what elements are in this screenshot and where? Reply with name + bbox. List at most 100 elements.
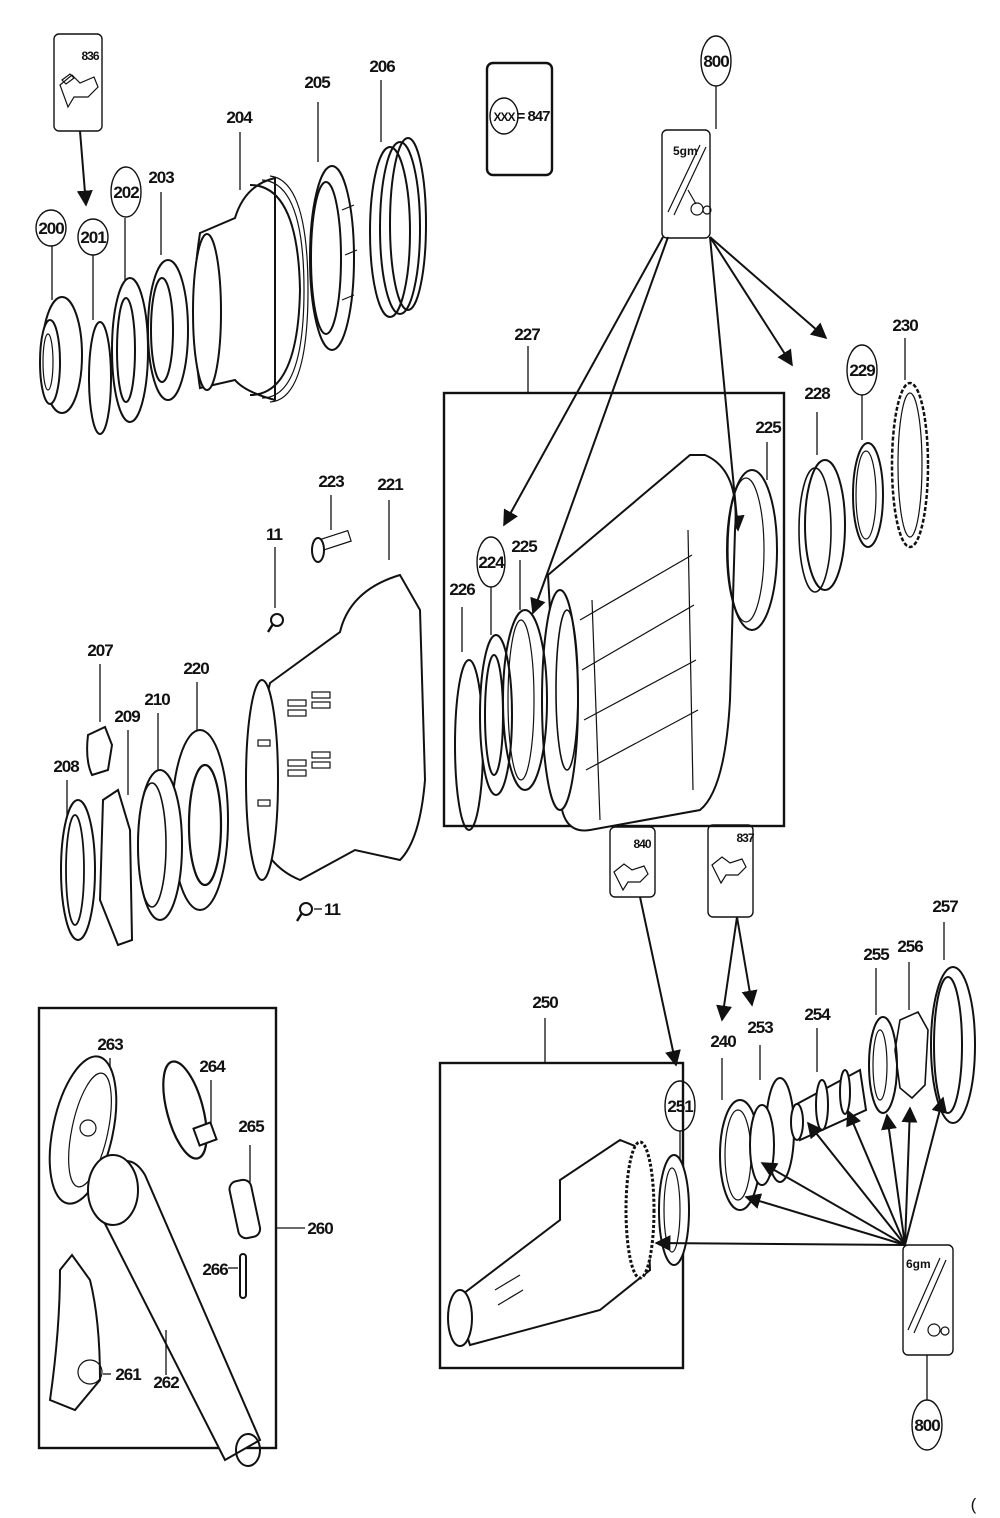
part-255[interactable]: 255 xyxy=(863,945,898,1114)
svg-text:254: 254 xyxy=(804,1005,831,1024)
kit-836-box[interactable]: 836 xyxy=(53,33,103,207)
part-207[interactable]: 207 xyxy=(86,641,114,777)
svg-text:230: 230 xyxy=(892,316,918,335)
svg-text:264: 264 xyxy=(199,1057,226,1076)
part-200[interactable]: 200 xyxy=(35,209,83,414)
part-226[interactable]: 226 xyxy=(449,580,484,831)
svg-text:210: 210 xyxy=(144,690,170,709)
legend-box: XXX = 847 xyxy=(485,61,554,177)
svg-text:11: 11 xyxy=(266,525,283,544)
part-253[interactable]: 253 xyxy=(747,1018,795,1186)
part-229[interactable]: 229 xyxy=(846,344,884,548)
svg-text:206: 206 xyxy=(369,57,395,76)
svg-text:262: 262 xyxy=(153,1373,179,1392)
grease-arrows xyxy=(654,1096,948,1252)
part-261[interactable]: 261 xyxy=(48,1253,142,1412)
grease-amount: 5gm xyxy=(673,144,698,158)
kit-800-top[interactable]: 800 5gm xyxy=(503,35,828,615)
svg-text:209: 209 xyxy=(114,707,140,726)
part-204[interactable]: 204 xyxy=(192,108,309,403)
kit-840-box[interactable]: 840 xyxy=(609,826,681,1067)
part-223[interactable]: 223 xyxy=(311,472,352,563)
group-250[interactable]: 250 xyxy=(438,993,685,1370)
kit-837-box[interactable]: 837 xyxy=(707,824,758,1022)
part-11-bottom[interactable]: 11 xyxy=(295,900,342,922)
part-221[interactable]: 221 xyxy=(245,475,427,882)
housing-vents xyxy=(257,691,331,807)
svg-text:204: 204 xyxy=(226,108,253,127)
svg-text:266: 266 xyxy=(202,1260,228,1279)
clip-icon xyxy=(613,863,649,892)
page-corner-mark: ( xyxy=(971,1495,977,1514)
svg-text:263: 263 xyxy=(97,1035,123,1054)
kit-number: 836 xyxy=(81,49,99,63)
part-224[interactable]: 224 xyxy=(476,536,513,796)
kit-number: 837 xyxy=(736,831,754,845)
kit-number: 800 xyxy=(703,52,729,71)
kit-number: 840 xyxy=(633,837,651,851)
svg-text:229: 229 xyxy=(849,361,875,380)
clip-icon xyxy=(711,856,747,885)
svg-text:257: 257 xyxy=(932,897,958,916)
kit-number: 800 xyxy=(914,1416,940,1435)
svg-text:255: 255 xyxy=(863,945,889,964)
svg-text:251: 251 xyxy=(667,1097,693,1116)
svg-text:11: 11 xyxy=(324,900,341,919)
svg-text:203: 203 xyxy=(148,168,174,187)
svg-text:221: 221 xyxy=(377,475,403,494)
part-230[interactable]: 230 xyxy=(890,316,930,549)
svg-text:228: 228 xyxy=(804,384,830,403)
part-202[interactable]: 202 xyxy=(110,166,149,423)
part-220[interactable]: 220 xyxy=(171,659,229,911)
svg-text:225: 225 xyxy=(511,537,537,556)
grease-gun-icon xyxy=(907,1257,950,1337)
part-266[interactable]: 266 xyxy=(202,1253,247,1299)
part-11-top[interactable]: 11 xyxy=(266,525,284,633)
group-number: 227 xyxy=(514,325,540,344)
group-number: 260 xyxy=(307,1219,333,1238)
group-number: 250 xyxy=(532,993,558,1012)
svg-text:220: 220 xyxy=(183,659,209,678)
group-260[interactable]: 260 xyxy=(37,1006,334,1450)
part-206[interactable]: 206 xyxy=(369,57,427,318)
svg-text:226: 226 xyxy=(449,580,475,599)
part-228[interactable]: 228 xyxy=(798,384,846,593)
svg-text:253: 253 xyxy=(747,1018,773,1037)
grease-amount: 6gm xyxy=(906,1257,931,1271)
part-256[interactable]: 256 xyxy=(894,937,929,1100)
svg-text:201: 201 xyxy=(80,228,106,247)
svg-text:261: 261 xyxy=(115,1365,141,1384)
group-227[interactable]: 227 xyxy=(442,325,786,832)
svg-text:200: 200 xyxy=(38,219,64,238)
part-201[interactable]: 201 xyxy=(77,218,112,435)
kit-800-bottom[interactable]: 6gm 800 xyxy=(654,1096,954,1451)
part-205[interactable]: 205 xyxy=(304,73,358,351)
svg-text:225: 225 xyxy=(755,418,781,437)
part-254[interactable]: 254 xyxy=(790,1005,868,1142)
part-208[interactable]: 208 xyxy=(53,757,96,941)
part-264[interactable]: 264 xyxy=(155,1057,227,1163)
part-265[interactable]: 265 xyxy=(228,1117,265,1240)
svg-text:256: 256 xyxy=(897,937,923,956)
part-262[interactable]: 262 xyxy=(87,1154,262,1467)
svg-text:208: 208 xyxy=(53,757,79,776)
part-225-right[interactable]: 225 xyxy=(726,418,782,631)
legend-circle-symbol xyxy=(489,97,519,135)
part-257[interactable]: 257 xyxy=(930,897,976,1124)
legend-equals: = 847 xyxy=(517,108,551,125)
svg-text:202: 202 xyxy=(113,183,139,202)
part-209[interactable]: 209 xyxy=(98,707,141,947)
part-225-left[interactable]: 225 xyxy=(502,537,548,791)
grease-gun-icon xyxy=(667,144,712,216)
svg-text:224: 224 xyxy=(478,553,505,572)
svg-text:205: 205 xyxy=(304,73,330,92)
part-210[interactable]: 210 xyxy=(137,690,183,921)
svg-text:265: 265 xyxy=(238,1117,264,1136)
svg-text:223: 223 xyxy=(318,472,344,491)
legend-symbol: XXX xyxy=(493,110,515,124)
svg-text:207: 207 xyxy=(87,641,113,660)
part-203[interactable]: 203 xyxy=(147,168,189,401)
part-251[interactable]: 251 xyxy=(658,1080,696,1266)
svg-text:240: 240 xyxy=(710,1032,736,1051)
